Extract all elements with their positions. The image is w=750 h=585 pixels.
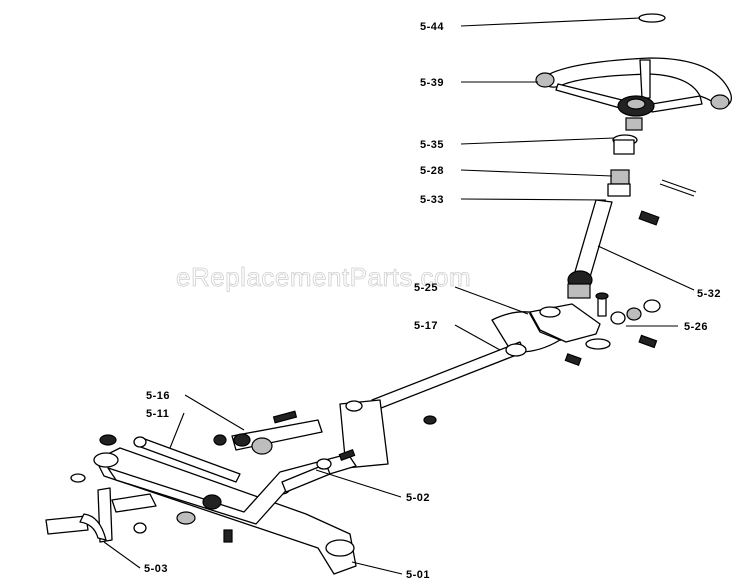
- label-5-03: 5-03: [144, 563, 168, 575]
- steering-arm-bracket: [213, 399, 437, 495]
- steering-wheel: [535, 57, 733, 117]
- roll-pin: [659, 179, 697, 197]
- label-5-16: 5-16: [146, 390, 170, 402]
- steering-gear-sector: [491, 303, 611, 366]
- label-5-11: 5-11: [146, 408, 169, 420]
- steering-column-tube: [567, 199, 613, 299]
- watermark-text: eReplacementParts.com: [176, 262, 471, 292]
- leader-lines: [103, 17, 695, 575]
- label-5-17: 5-17: [414, 320, 438, 332]
- label-5-35: 5-35: [420, 139, 444, 151]
- label-5-39: 5-39: [420, 77, 444, 89]
- label-5-33: 5-33: [420, 194, 444, 206]
- label-5-44: 5-44: [420, 21, 444, 33]
- part-labels: 5-44 5-39 5-35 5-28 5-33 5-32 5-25 5-26 …: [144, 21, 721, 581]
- column-upper-parts: [607, 117, 643, 197]
- front-axle: [93, 447, 357, 575]
- drag-link-rod: [371, 341, 527, 411]
- label-5-32: 5-32: [697, 288, 721, 300]
- label-5-02: 5-02: [406, 492, 430, 504]
- label-5-28: 5-28: [420, 165, 444, 177]
- label-5-01: 5-01: [406, 569, 430, 581]
- spindle: [45, 434, 233, 543]
- bracket-hardware: [595, 292, 661, 349]
- set-screw: [638, 210, 660, 226]
- label-5-25: 5-25: [414, 282, 438, 294]
- tie-rod: [133, 436, 241, 483]
- steering-wheel-cap: [638, 13, 666, 23]
- label-5-26: 5-26: [684, 321, 708, 333]
